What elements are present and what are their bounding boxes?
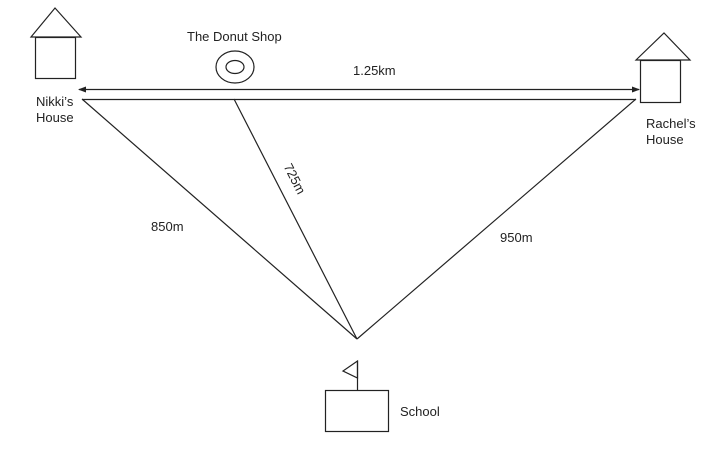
nikki-label-line2: House	[36, 110, 74, 125]
rachel-label-line1: Rachel’s	[646, 116, 696, 131]
donut-shop-label: The Donut Shop	[187, 29, 282, 44]
nikki-house-icon	[29, 7, 83, 80]
road-nikki-school	[81, 98, 358, 340]
rachel-house-label: Rachel’s House	[646, 116, 696, 148]
rachel-house-icon	[634, 32, 692, 104]
school-building-icon	[324, 389, 390, 433]
distance-label-nikki-rachel: 1.25km	[353, 63, 396, 78]
donut-icon	[215, 50, 255, 84]
school-label: School	[400, 404, 440, 419]
road-donut-school	[233, 98, 358, 340]
distance-label-rachel-school: 950m	[500, 230, 533, 245]
nikki-house-label: Nikki’s House	[36, 94, 74, 126]
distance-label-nikki-school: 850m	[151, 219, 184, 234]
road-rachel-school	[356, 98, 637, 340]
nikki-label-line1: Nikki’s	[36, 94, 74, 109]
school-flag-icon	[341, 359, 359, 390]
rachel-label-line2: House	[646, 132, 684, 147]
